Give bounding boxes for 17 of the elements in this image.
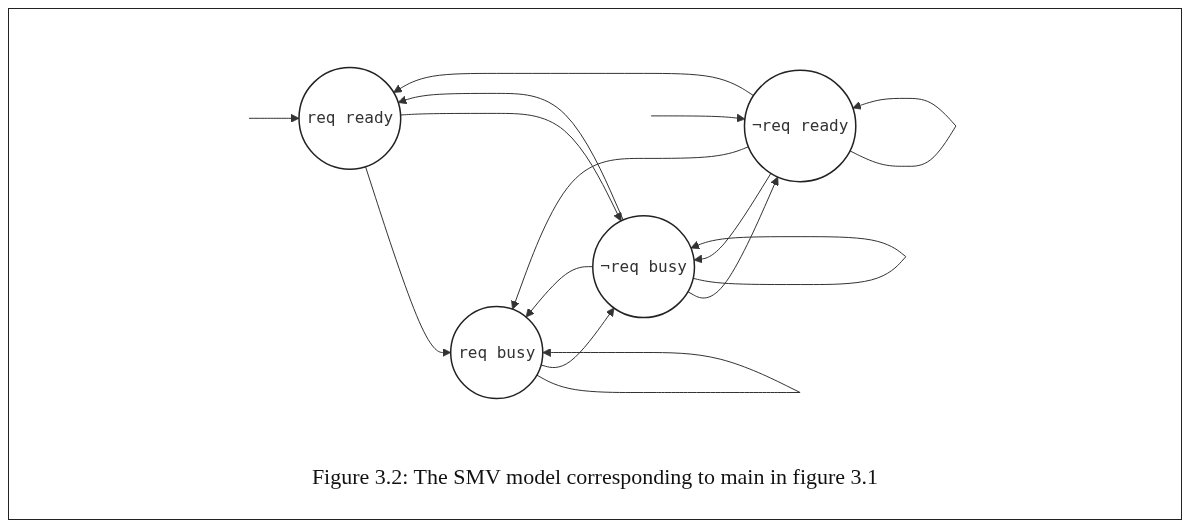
state-circle: req ready <box>298 66 402 170</box>
arrow <box>511 146 749 310</box>
arrow <box>650 113 746 123</box>
arrow <box>687 176 779 299</box>
arrow <box>400 112 622 222</box>
arrow <box>693 172 772 264</box>
arrow <box>690 236 907 258</box>
state-circle: ¬req ready <box>743 69 857 183</box>
arrow <box>542 348 801 393</box>
arrow <box>393 72 754 97</box>
arrow <box>248 113 300 123</box>
state-circle: ¬req busy <box>592 215 696 319</box>
arrow <box>397 92 624 221</box>
arrow <box>852 97 957 127</box>
state-circle: req busy <box>449 305 544 400</box>
arrow <box>540 307 615 369</box>
figure-caption: Figure 3.2: The SMV model corresponding to main in figure 3.1 <box>311 464 879 489</box>
